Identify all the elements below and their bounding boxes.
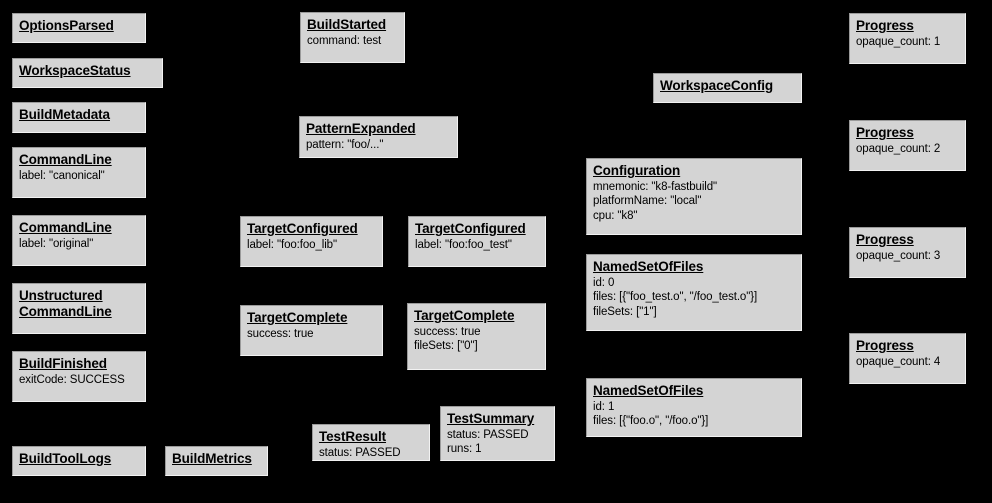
node-title: TargetComplete	[247, 310, 348, 325]
node-field: mnemonic: "k8-fastbuild"	[593, 181, 718, 194]
node-field: opaque_count: 4	[856, 356, 941, 369]
node-field: exitCode: SUCCESS	[19, 374, 125, 387]
node-title: NamedSetOfFiles	[593, 259, 704, 274]
node-workspace-config[interactable]: WorkspaceConfig	[653, 73, 802, 103]
node-title: BuildMetadata	[19, 107, 110, 122]
node-progress-4[interactable]: Progress opaque_count: 4	[849, 333, 966, 384]
node-test-result[interactable]: TestResult status: PASSED	[312, 424, 430, 461]
node-build-started[interactable]: BuildStarted command: test	[300, 12, 405, 63]
node-field: label: "canonical"	[19, 170, 105, 183]
node-field: label: "original"	[19, 238, 94, 251]
node-target-complete-lib[interactable]: TargetComplete success: true	[240, 305, 383, 356]
node-field: platformName: "local"	[593, 195, 702, 208]
node-pattern-expanded[interactable]: PatternExpanded pattern: "foo/..."	[299, 116, 458, 158]
node-field: label: "foo:foo_test"	[415, 239, 512, 252]
node-configuration[interactable]: Configuration mnemonic: "k8-fastbuild"pla…	[586, 158, 802, 235]
node-progress-1[interactable]: Progress opaque_count: 1	[849, 13, 966, 64]
node-target-configured-foo-lib[interactable]: TargetConfigured label: "foo:foo_lib"	[240, 216, 383, 267]
node-fields: success: true	[247, 327, 376, 341]
node-fields: label: "canonical"	[19, 169, 139, 183]
node-field: opaque_count: 2	[856, 143, 941, 156]
node-fields: exitCode: SUCCESS	[19, 373, 139, 387]
node-title: BuildToolLogs	[19, 451, 112, 466]
node-field: opaque_count: 1	[856, 36, 941, 49]
node-title: WorkspaceStatus	[19, 63, 131, 78]
node-fields: opaque_count: 2	[856, 142, 959, 156]
node-title: Progress	[856, 125, 914, 140]
node-field: runs: 1	[447, 443, 482, 456]
node-field: files: [{"foo_test.o", "/foo_test.o"}]	[593, 291, 758, 304]
node-fields: label: "original"	[19, 237, 139, 251]
node-command-line-canonical[interactable]: CommandLine label: "canonical"	[12, 147, 146, 198]
node-field: status: PASSED	[447, 429, 529, 442]
node-fields: opaque_count: 3	[856, 249, 959, 263]
node-build-metrics[interactable]: BuildMetrics	[165, 446, 268, 476]
node-fields: mnemonic: "k8-fastbuild"platformName: "l…	[593, 180, 795, 222]
node-title: TargetComplete	[414, 308, 515, 323]
node-fields: command: test	[307, 34, 398, 48]
node-command-line-original[interactable]: CommandLine label: "original"	[12, 215, 146, 266]
node-title: Progress	[856, 232, 914, 247]
node-fields: label: "foo:foo_test"	[415, 238, 539, 252]
node-title: Configuration	[593, 163, 681, 178]
node-fields: opaque_count: 1	[856, 35, 959, 49]
node-unstructured-command-line[interactable]: Unstructured CommandLine	[12, 283, 146, 334]
node-target-configured-foo-test[interactable]: TargetConfigured label: "foo:foo_test"	[408, 216, 546, 267]
node-title: CommandLine	[19, 152, 112, 167]
node-title: TestResult	[319, 429, 387, 444]
node-field: success: true	[247, 328, 314, 341]
node-title: OptionsParsed	[19, 18, 114, 33]
node-field: fileSets: ["1"]	[593, 305, 657, 318]
node-title: Unstructured CommandLine	[19, 288, 112, 320]
node-build-tool-logs[interactable]: BuildToolLogs	[12, 446, 146, 476]
node-field: id: 0	[593, 277, 615, 290]
node-field: files: [{"foo.o", "/foo.o"}]	[593, 415, 709, 428]
node-field: opaque_count: 3	[856, 250, 941, 263]
node-title: PatternExpanded	[306, 121, 416, 136]
node-title: BuildFinished	[19, 356, 107, 371]
node-field: success: true	[414, 326, 481, 339]
node-title: Progress	[856, 18, 914, 33]
node-workspace-status[interactable]: WorkspaceStatus	[12, 58, 163, 88]
node-field: id: 1	[593, 401, 615, 414]
node-title: CommandLine	[19, 220, 112, 235]
node-field: cpu: "k8"	[593, 209, 638, 222]
node-options-parsed[interactable]: OptionsParsed	[12, 13, 146, 43]
node-fields: opaque_count: 4	[856, 355, 959, 369]
node-progress-2[interactable]: Progress opaque_count: 2	[849, 120, 966, 171]
node-title: NamedSetOfFiles	[593, 383, 704, 398]
node-title: BuildStarted	[307, 17, 387, 32]
node-field: command: test	[307, 35, 382, 48]
node-title: BuildMetrics	[172, 451, 252, 466]
node-title: TargetConfigured	[415, 221, 526, 236]
node-build-finished[interactable]: BuildFinished exitCode: SUCCESS	[12, 351, 146, 402]
node-title: TestSummary	[447, 411, 535, 426]
node-progress-3[interactable]: Progress opaque_count: 3	[849, 227, 966, 278]
node-title: TargetConfigured	[247, 221, 358, 236]
node-field: status: PASSED	[319, 447, 401, 460]
node-fields: status: PASSED	[319, 446, 423, 460]
node-fields: label: "foo:foo_lib"	[247, 238, 376, 252]
node-field: pattern: "foo/..."	[306, 139, 384, 152]
node-title: Progress	[856, 338, 914, 353]
node-fields: pattern: "foo/..."	[306, 138, 451, 152]
node-field: fileSets: ["0"]	[414, 340, 478, 353]
node-build-metadata[interactable]: BuildMetadata	[12, 102, 146, 133]
node-field: label: "foo:foo_lib"	[247, 239, 337, 252]
node-title: WorkspaceConfig	[660, 78, 774, 93]
